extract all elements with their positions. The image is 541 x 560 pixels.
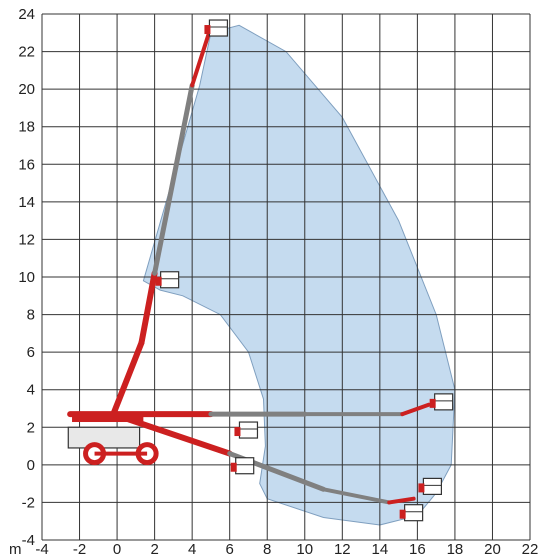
platform-rotator [418,483,425,493]
y-tick-label: 18 [18,119,35,136]
platform-basket [404,504,424,522]
jib [190,30,212,88]
y-tick-label: 0 [27,457,35,474]
basket-below-grade [418,477,442,495]
x-tick-label: 20 [484,541,501,558]
boom-lower [110,339,145,418]
basket-max-reach [429,393,454,411]
platform-basket [160,271,180,289]
y-tick-label: -4 [22,532,35,549]
x-tick-label: 16 [409,541,426,558]
platform-rotator [399,509,406,519]
platform-rotator [230,462,237,472]
platform-rotator [155,276,162,286]
y-tick-label: 24 [18,6,35,23]
platform-basket [208,19,229,37]
x-tick-label: 12 [334,541,351,558]
x-tick-label: 22 [522,541,539,558]
y-tick-label: 2 [27,419,35,436]
y-tick-label: -2 [22,494,35,511]
basket-min-height [399,504,424,522]
y-tick-label: 22 [18,44,35,61]
platform-rotator [429,398,436,408]
basket-retracted-low [230,457,255,475]
y-tick-label: 14 [18,194,35,211]
boom-extension [152,82,195,276]
turntable [72,416,144,423]
chassis-body [67,426,141,449]
x-tick-label: -4 [35,541,48,558]
platform-rotator [234,427,241,437]
y-tick-label: 6 [27,344,35,361]
platform-basket [238,421,259,439]
y-tick-label: 20 [18,81,35,98]
y-tick-label: 16 [18,156,35,173]
x-unit-label: m [9,541,22,558]
jib-horizontal [400,402,431,417]
x-tick-label: 8 [263,541,271,558]
basket-retracted-high [155,271,180,289]
x-tick-label: 10 [296,541,313,558]
x-tick-label: 14 [372,541,389,558]
x-tick-label: 2 [150,541,158,558]
x-tick-label: -2 [73,541,86,558]
jib-downward [387,496,416,505]
boom-downward [110,411,233,457]
x-tick-label: 0 [113,541,121,558]
y-tick-label: 4 [27,382,35,399]
machine-chassis [67,416,159,466]
platform-basket [235,457,255,475]
x-tick-label: 4 [188,541,196,558]
y-tick-label: 12 [18,231,35,248]
platform-rotator [204,25,211,35]
boom-downward-tip [321,487,392,505]
y-tick-label: 10 [18,269,35,286]
x-tick-label: 6 [226,541,234,558]
y-tick-label: 8 [27,307,35,324]
boom-main [138,270,158,346]
basket-retracted-horizontal [234,421,259,439]
x-tick-label: 18 [447,541,464,558]
basket-max-height [204,19,229,37]
platform-basket [434,393,454,411]
platform-basket [422,477,442,495]
